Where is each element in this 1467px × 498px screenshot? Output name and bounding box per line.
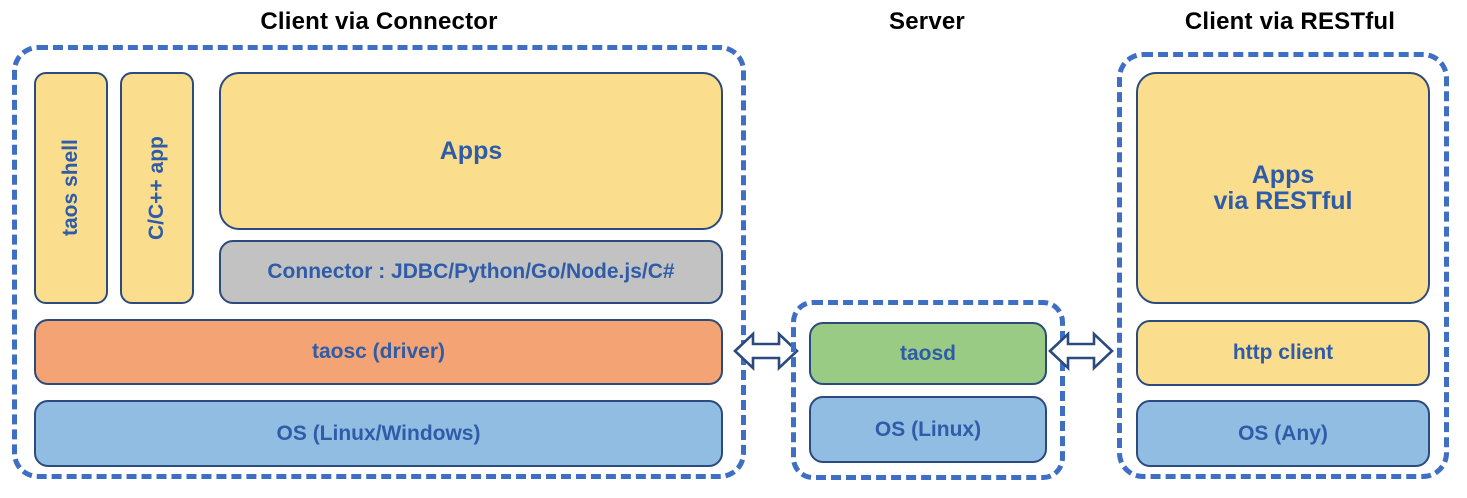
node-taosc-driver[interactable]: taosc (driver) xyxy=(34,319,723,385)
node-os-any[interactable]: OS (Any) xyxy=(1136,400,1430,467)
node-apps-via-restful-line2: via RESTful xyxy=(1213,187,1353,215)
arrow-server-to-restful-client xyxy=(1048,325,1114,377)
node-c-cpp-app[interactable]: C/C++ app xyxy=(120,72,194,304)
group-client-via-connector xyxy=(12,45,746,479)
node-apps-via-restful-line1: Apps xyxy=(1251,161,1315,189)
node-connector-libraries[interactable]: Connector : JDBC/Python/Go/Node.js/C# xyxy=(219,240,723,304)
group-server xyxy=(791,300,1065,480)
node-taos-shell[interactable]: taos shell xyxy=(34,72,108,304)
arrow-client-to-server xyxy=(733,325,799,377)
node-http-client[interactable]: http client xyxy=(1136,320,1430,386)
node-apps[interactable]: Apps xyxy=(219,72,723,230)
panel-title-client-restful: Client via RESTful xyxy=(1184,8,1396,35)
group-client-via-restful xyxy=(1117,52,1449,479)
panel-title-server: Server xyxy=(889,8,965,35)
panel-title-client-connector: Client via Connector xyxy=(260,8,498,35)
node-taosd[interactable]: taosd xyxy=(809,322,1047,385)
node-os-linux-windows[interactable]: OS (Linux/Windows) xyxy=(34,400,723,467)
node-apps-via-restful[interactable]: Apps via RESTful xyxy=(1136,72,1430,304)
node-os-linux[interactable]: OS (Linux) xyxy=(809,396,1047,463)
